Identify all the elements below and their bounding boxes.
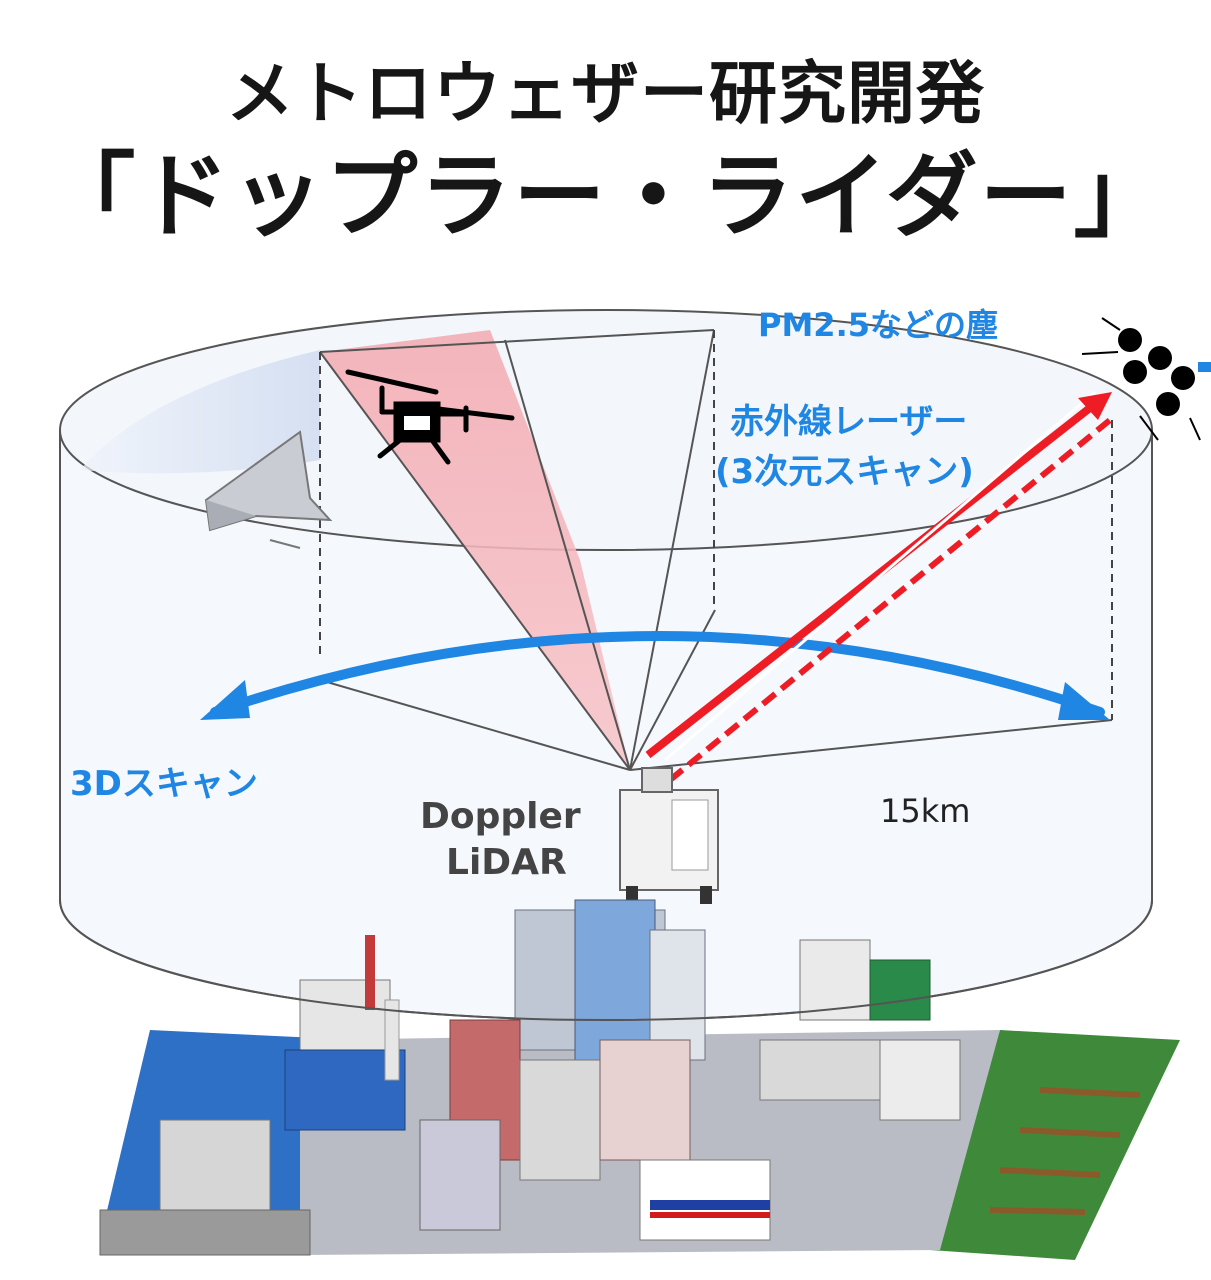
infrared-laser-beam — [645, 390, 1112, 783]
scan-arc-arrow — [210, 631, 1105, 717]
label-3d-scan: 3Dスキャン — [70, 764, 258, 804]
label-infrared-laser: 赤外線レーザー — [730, 402, 968, 442]
fixed-wing-uav-icon — [204, 430, 333, 549]
label-lidar: LiDAR — [446, 842, 567, 883]
title-line-2: 「ドップラー・ライダー」 — [43, 143, 1168, 250]
city-illustration — [99, 899, 1180, 1260]
particle-blue-fragment — [1198, 362, 1211, 372]
label-doppler: Doppler — [420, 796, 581, 837]
arc-arrowhead-right — [1058, 682, 1110, 720]
arc-arrowhead-left — [200, 680, 250, 720]
scan-vertical-dashes — [319, 330, 1113, 720]
label-radius: 15km — [880, 792, 971, 830]
label-pm25: PM2.5などの塵 — [758, 306, 998, 344]
particle-dots-icon — [1081, 317, 1201, 441]
label-3d-scan-paren: (3次元スキャン) — [715, 452, 974, 492]
title-line-1: メトロウェザー研究開発 — [225, 55, 985, 134]
cylinder-front-rim — [59, 899, 1153, 1021]
lidar-device-icon — [619, 767, 719, 904]
scan-sector-lines — [319, 329, 1113, 771]
drone-icon — [345, 369, 515, 465]
